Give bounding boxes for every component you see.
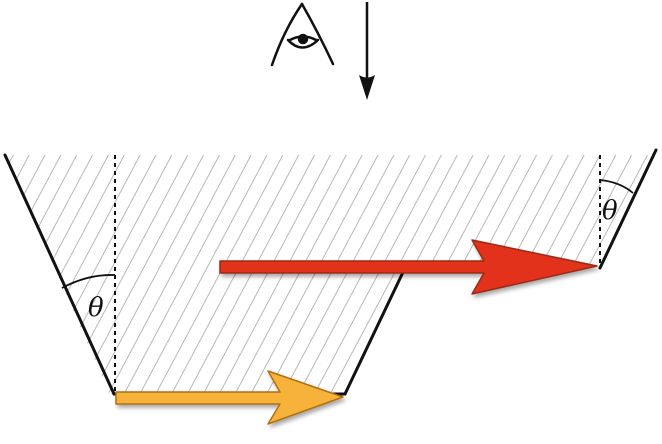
eye-icon [270,2,335,67]
left-angle-arc [61,274,116,289]
normal-lines [114,155,601,394]
red-arrow [219,239,598,295]
middle-slanted-wall [343,266,407,396]
theta-label-left: θ [88,293,104,323]
yellow-arrow [115,370,344,425]
theta-label-right: θ [602,196,618,226]
left-wall [3,153,116,396]
angle-arcs [61,179,634,289]
right-angle-arc [599,179,634,194]
down-arrow-icon [359,2,375,100]
right-wall [598,148,658,270]
